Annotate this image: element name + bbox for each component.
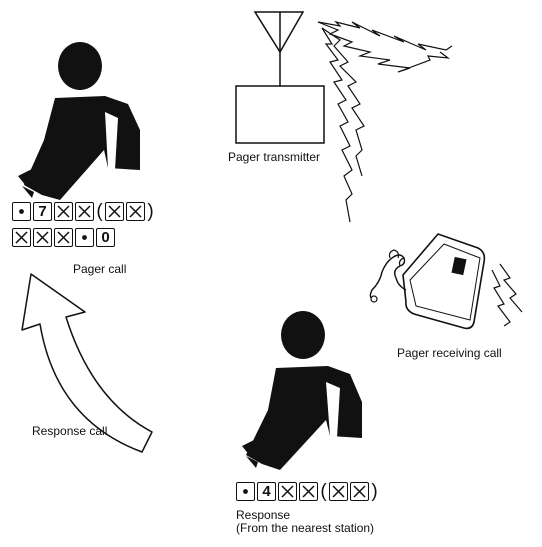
response-key-digit: 4 [257,482,276,501]
response-call-label: Response call [32,424,108,438]
pager-device-icon [369,233,523,330]
response-key-x-icon [350,482,369,501]
pager-call-paren: ) [147,201,154,222]
response-arrow-icon [21,273,153,453]
pager-call-paren: ( [96,201,103,222]
pager-call-key-x-icon [105,202,124,221]
pager-receiving-call-label: Pager receiving call [397,346,502,360]
response-key-x-icon [329,482,348,501]
pager-call-key-digit: 0 [96,228,115,247]
person-caller-icon [18,42,140,200]
response-paren: ) [371,481,378,502]
response-key-x-icon [299,482,318,501]
response-key-dot-icon [236,482,255,501]
radio-wave-icon [317,20,453,223]
response-paren: ( [320,481,327,502]
pager-call-key-x-icon [54,228,73,247]
pager-call-key-x-icon [12,228,31,247]
person-responder-icon [242,311,362,470]
pager-call-key-x-icon [33,228,52,247]
response-source-label: (From the nearest station) [236,521,375,535]
pager-call-label: Pager call [73,262,127,276]
pager-call-keys-row1: 7 () [12,202,154,221]
transmitter-box-icon [235,85,325,144]
pager-call-key-x-icon [54,202,73,221]
pager-call-keys-row2: 0 [12,228,115,247]
response-label: Response [236,508,291,522]
response-keys: 4 () [236,482,378,501]
pager-transmitter-label: Pager transmitter [228,150,321,164]
response-key-x-icon [278,482,297,501]
antenna-icon [253,11,305,86]
pager-call-key-digit: 7 [33,202,52,221]
pager-call-key-x-icon [126,202,145,221]
pager-call-key-dot-icon [12,202,31,221]
pager-call-key-dot-icon [75,228,94,247]
pager-call-key-x-icon [75,202,94,221]
